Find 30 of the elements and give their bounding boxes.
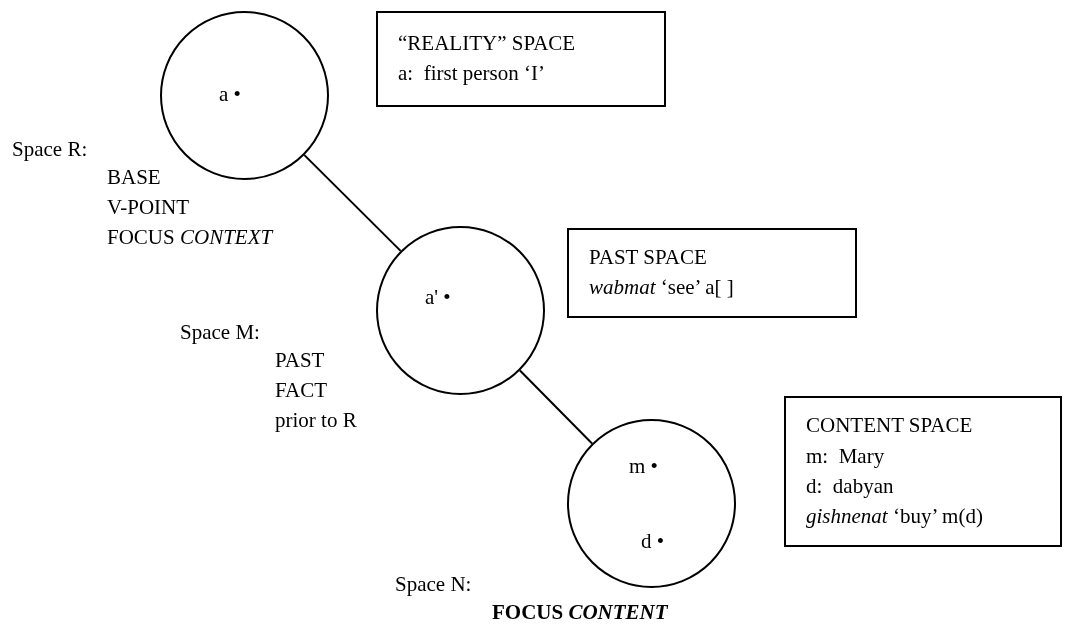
space-name: Space N: xyxy=(395,572,472,596)
element-label: m • xyxy=(629,454,658,478)
connector-line xyxy=(303,154,402,252)
element-label: d • xyxy=(641,529,665,553)
space-name: Space R: xyxy=(12,137,88,161)
element-label: a • xyxy=(219,82,241,106)
space-property: FACT xyxy=(275,378,328,402)
space-property: BASE xyxy=(107,165,161,189)
space-property: FOCUS CONTEXT xyxy=(107,225,273,249)
space-property: FOCUS CONTENT xyxy=(492,600,668,624)
info-box xyxy=(784,396,1062,547)
space-circle xyxy=(376,226,545,395)
space-property: prior to R xyxy=(275,408,357,432)
space-heading: “REALITY” SPACE xyxy=(398,31,576,55)
space-circle xyxy=(160,11,329,180)
space-name: Space M: xyxy=(180,320,260,344)
space-heading: CONTENT SPACE xyxy=(806,413,973,437)
space-circle xyxy=(567,419,736,588)
space-property: PAST xyxy=(275,348,325,372)
connector-line xyxy=(518,369,594,445)
space-entry: wabmat ‘see’ a[ ] xyxy=(589,275,734,299)
info-box xyxy=(567,228,857,318)
space-entry: a: first person ‘I’ xyxy=(398,61,545,85)
space-entry: gishnenat ‘buy’ m(d) xyxy=(806,504,983,528)
info-box xyxy=(376,11,666,107)
space-property: V-POINT xyxy=(107,195,190,219)
space-heading: PAST SPACE xyxy=(589,245,707,269)
space-entry: d: dabyan xyxy=(806,474,894,498)
space-entry: m: Mary xyxy=(806,444,885,468)
element-label: a' • xyxy=(425,285,451,309)
